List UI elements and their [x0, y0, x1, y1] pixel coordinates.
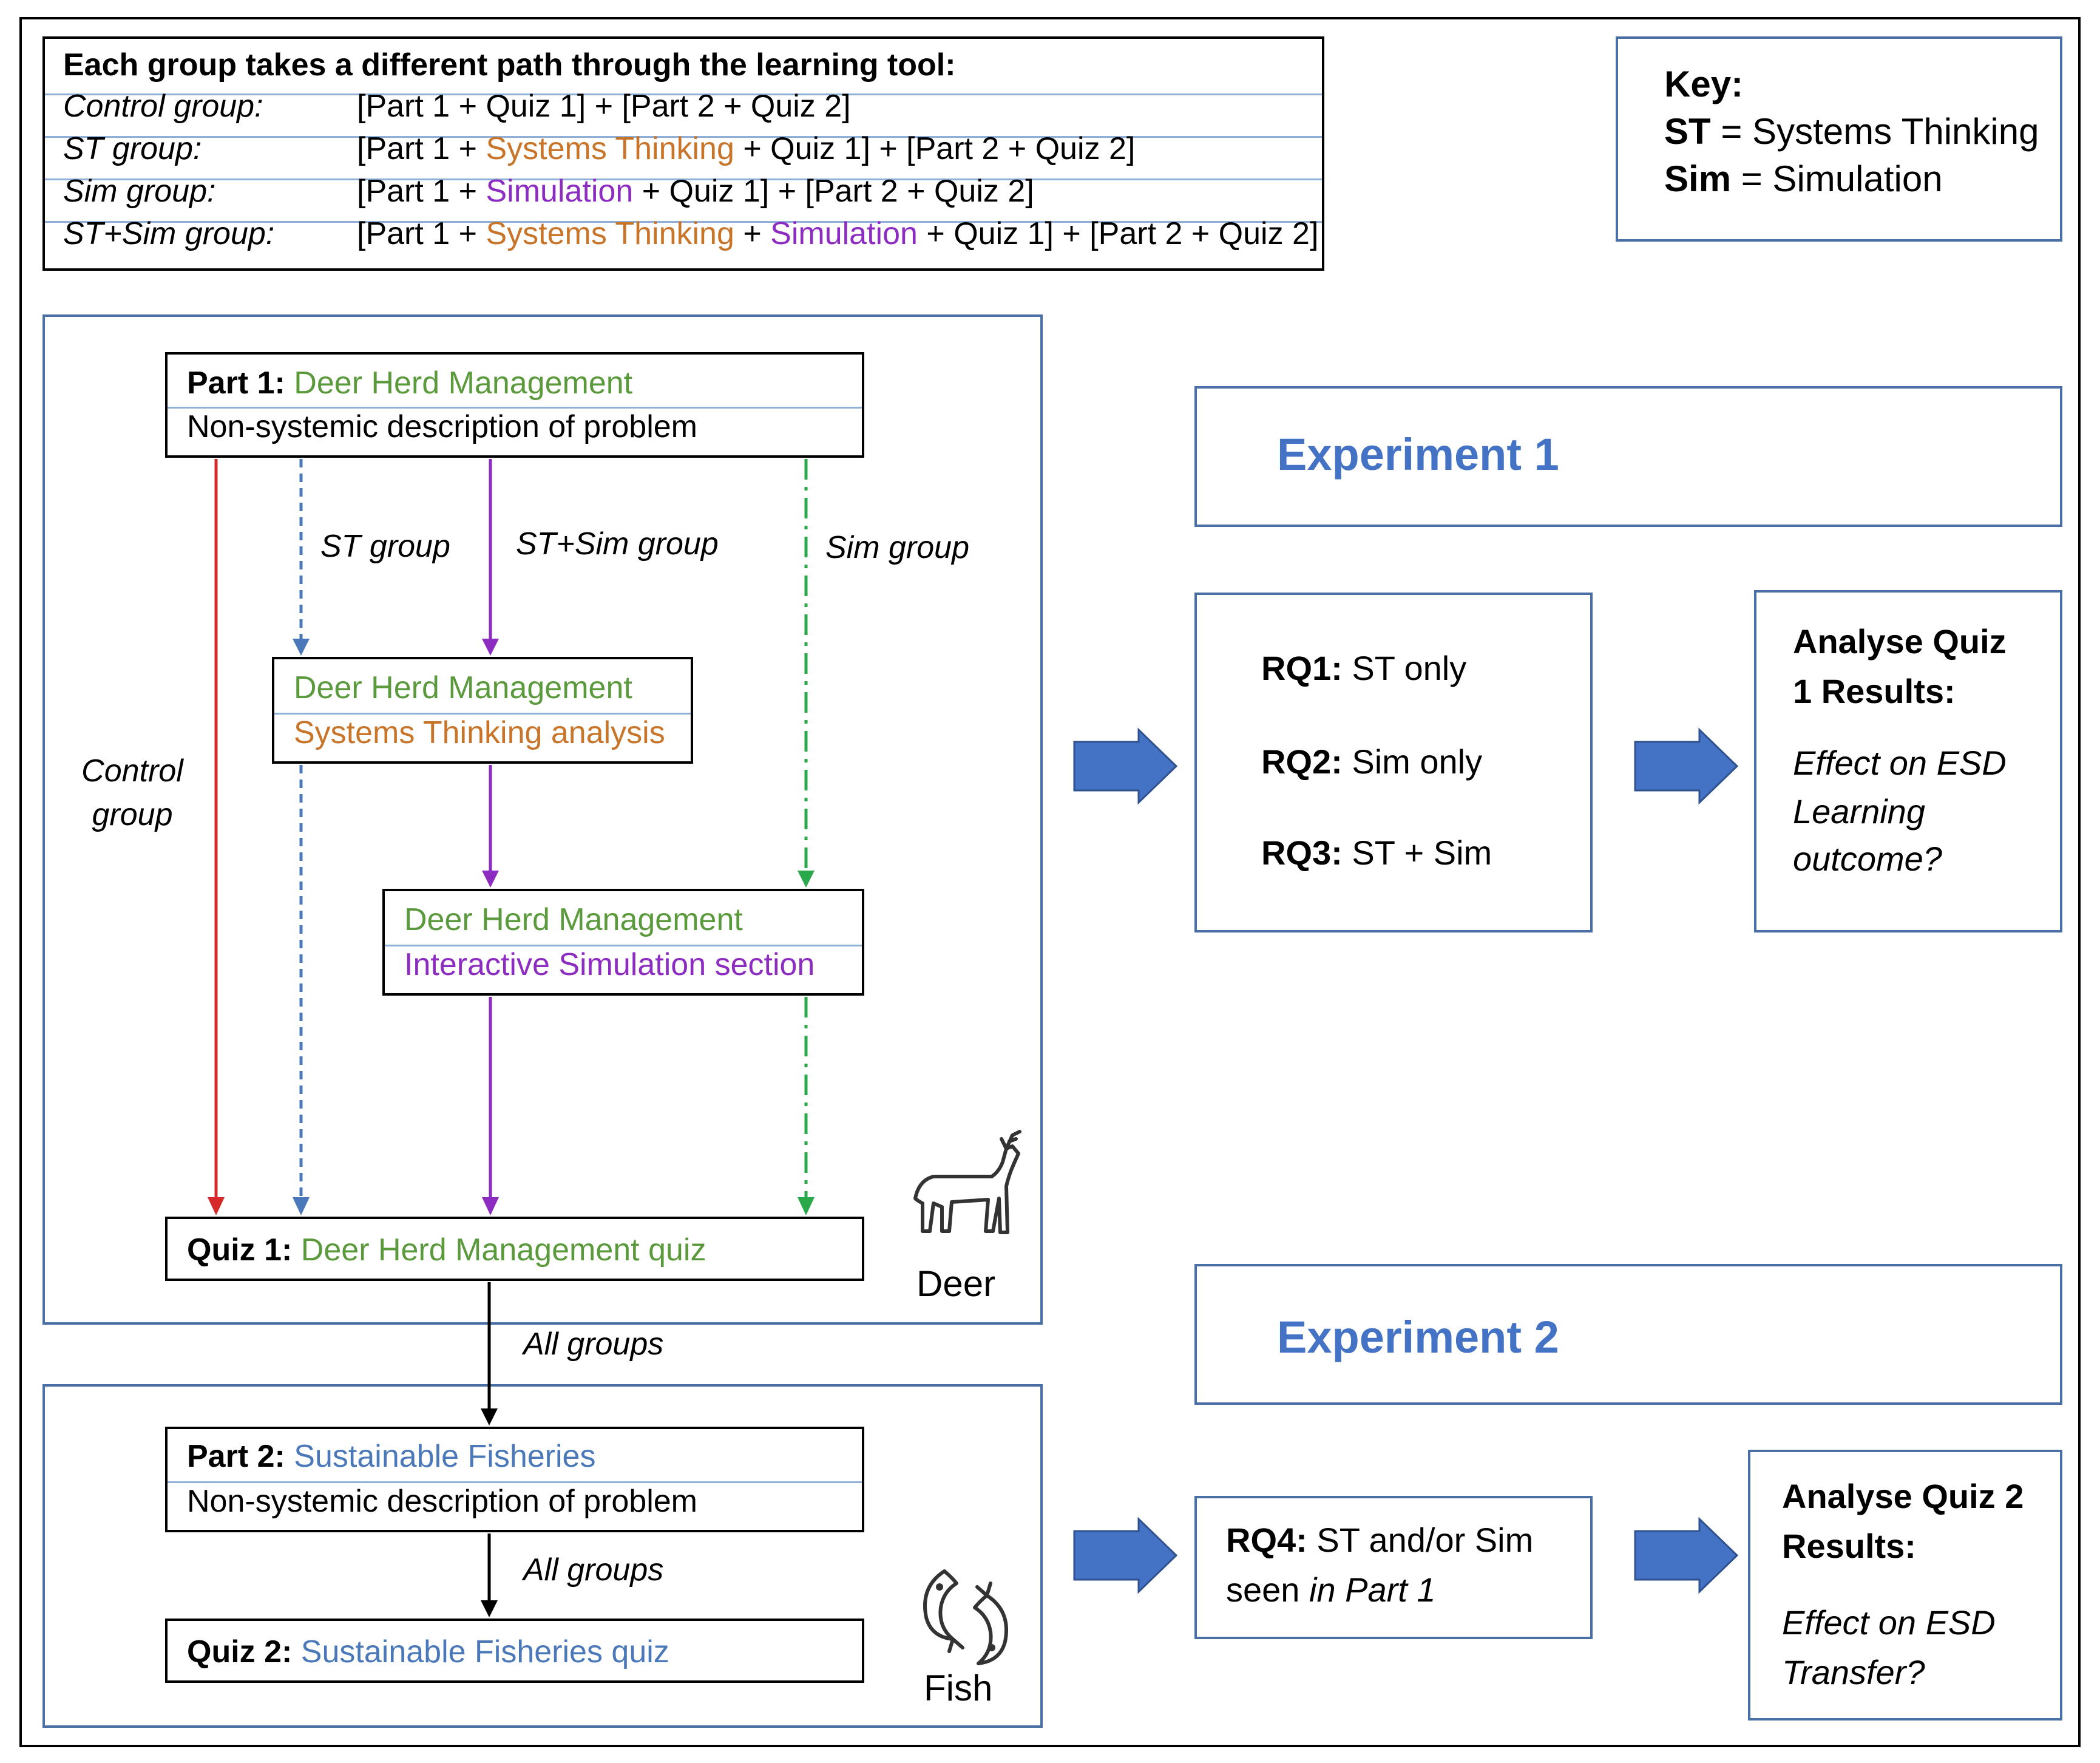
simulation-term: Simulation — [486, 174, 634, 209]
results-box-experiment1: Analyse Quiz 1 Results: Effect on ESD Le… — [1754, 590, 2062, 932]
deer-icon — [913, 1130, 1021, 1234]
part1-box: Part 1: Deer Herd Management Non-systemi… — [165, 352, 864, 458]
part1-description: Non-systemic description of problem — [187, 409, 697, 444]
effect-line: Learning — [1793, 792, 1925, 831]
group-name: ST group: — [63, 131, 202, 166]
effect-line: Transfer? — [1782, 1653, 1925, 1691]
quiz2-label: Quiz 2: — [187, 1634, 293, 1670]
effect-line: Effect on ESD — [1793, 744, 2007, 782]
path-text: [Part 1 + — [357, 131, 486, 166]
quiz2-title: Sustainable Fisheries quiz — [300, 1634, 669, 1670]
right-arrow-icon — [1634, 727, 1739, 805]
rq3: RQ3: ST + Sim — [1261, 834, 1492, 872]
sim-box-title: Deer Herd Management — [404, 902, 743, 937]
right-arrow-icon — [1073, 1517, 1178, 1594]
part2-label: Part 2: — [187, 1439, 285, 1474]
sim-group-label: Sim group — [825, 530, 969, 565]
part2-title: Sustainable Fisheries — [294, 1439, 596, 1474]
path-text: + Quiz 1] + [Part 2 + Quiz 2] — [633, 174, 1034, 209]
st-box-subtitle: Systems Thinking analysis — [294, 715, 665, 750]
path-text: + — [734, 216, 771, 251]
sim-arrowhead-1 — [798, 871, 815, 888]
fish-icon — [923, 1569, 1008, 1665]
all-groups-label-2: All groups — [523, 1552, 664, 1588]
experiment2-title: Experiment 2 — [1277, 1312, 1559, 1362]
st-analysis-box: Deer Herd Management Systems Thinking an… — [272, 657, 693, 764]
effect-line: Effect on ESD — [1782, 1603, 1996, 1642]
sim-arrowhead-2 — [798, 1197, 815, 1215]
path-text: + Quiz 1] + [Part 2 + Quiz 2] — [734, 131, 1136, 166]
table-row-st: ST group: [Part 1 + Systems Thinking + Q… — [63, 127, 1322, 170]
systems-thinking-term: Systems Thinking — [486, 131, 734, 166]
table-row-control: Control group: [Part 1 + Quiz 1] + [Part… — [63, 85, 1322, 127]
paths-table: Each group takes a different path throug… — [42, 36, 1324, 271]
path-text: [Part 1 + — [357, 216, 486, 251]
group-name: Control group: — [63, 89, 263, 124]
simulation-term: Simulation — [770, 216, 918, 251]
figure-frame — [19, 17, 2081, 1747]
result-line: 1 Results: — [1793, 672, 1956, 710]
rq4-line2: seen in Part 1 — [1226, 1571, 1436, 1609]
systems-thinking-term: Systems Thinking — [486, 216, 734, 251]
stsim-arrowhead-3 — [482, 1197, 499, 1215]
table-row-sim: Sim group: [Part 1 + Simulation + Quiz 1… — [63, 170, 1322, 212]
right-arrow-icon — [1073, 727, 1178, 805]
stsim-arrowhead-1 — [482, 639, 499, 656]
quiz1-label: Quiz 1: — [187, 1232, 293, 1268]
paths-table-header: Each group takes a different path throug… — [63, 47, 956, 83]
part2-description: Non-systemic description of problem — [187, 1484, 697, 1519]
rq4: RQ4: ST and/or Sim — [1226, 1521, 1534, 1559]
effect-line: outcome? — [1793, 840, 1942, 878]
quiz1-title: Deer Herd Management quiz — [300, 1232, 706, 1268]
experiment1-header: Experiment 1 — [1194, 386, 2062, 527]
rq2: RQ2: Sim only — [1261, 742, 1483, 781]
quiz1-box: Quiz 1: Deer Herd Management quiz — [165, 1217, 864, 1281]
all-groups-arrowhead-1 — [481, 1408, 498, 1425]
fish-caption: Fish — [924, 1668, 993, 1708]
group-name: ST+Sim group: — [63, 216, 275, 251]
deer-panel — [42, 314, 1043, 1325]
key-title: Key: — [1664, 64, 1744, 104]
rq-box-experiment2: RQ4: ST and/or Sim seen in Part 1 — [1194, 1496, 1593, 1639]
all-groups-label-1: All groups — [523, 1326, 664, 1362]
table-row-stsim: ST+Sim group: [Part 1 + Systems Thinking… — [63, 212, 1322, 255]
result-line: Analyse Quiz 2 — [1782, 1477, 2024, 1515]
st-arrowhead-2 — [293, 1197, 310, 1215]
simulation-box: Deer Herd Management Interactive Simulat… — [382, 889, 864, 996]
part1-title: Deer Herd Management — [294, 365, 633, 401]
control-arrowhead — [208, 1197, 225, 1215]
control-group-label: Control group — [81, 753, 183, 832]
quiz2-box: Quiz 2: Sustainable Fisheries quiz — [165, 1619, 864, 1683]
group-name: Sim group: — [63, 174, 216, 209]
right-arrow-icon — [1634, 1517, 1739, 1594]
result-line: Analyse Quiz — [1793, 622, 2007, 661]
results-box-experiment2: Analyse Quiz 2 Results: Effect on ESD Tr… — [1748, 1450, 2062, 1721]
st-arrowhead-1 — [293, 639, 310, 656]
key-item-sim: Sim = Simulation — [1664, 158, 1943, 199]
all-groups-arrowhead-2 — [481, 1600, 498, 1617]
rq-box-experiment1: RQ1: ST only RQ2: Sim only RQ3: ST + Sim — [1194, 593, 1593, 932]
st-group-label: ST group — [320, 529, 450, 564]
stsim-group-label: ST+Sim group — [516, 526, 719, 562]
rq1: RQ1: ST only — [1261, 649, 1467, 687]
result-line: Results: — [1782, 1527, 1916, 1565]
deer-caption: Deer — [916, 1263, 996, 1304]
stsim-arrowhead-2 — [482, 871, 499, 888]
sim-box-subtitle: Interactive Simulation section — [404, 947, 815, 982]
key-item-st: ST = Systems Thinking — [1664, 111, 2039, 152]
path-text: + Quiz 1] + [Part 2 + Quiz 2] — [917, 216, 1319, 251]
part2-box: Part 2: Sustainable Fisheries Non-system… — [165, 1427, 864, 1532]
experiment1-title: Experiment 1 — [1277, 429, 1559, 480]
key-box: Key: ST = Systems Thinking Sim = Simulat… — [1616, 36, 2062, 242]
path-text: [Part 1 + — [357, 174, 486, 209]
path-text: [Part 1 + Quiz 1] + [Part 2 + Quiz 2] — [357, 89, 851, 124]
experiment2-header: Experiment 2 — [1194, 1264, 2062, 1405]
part1-label: Part 1: — [187, 365, 285, 401]
st-box-title: Deer Herd Management — [294, 670, 632, 705]
